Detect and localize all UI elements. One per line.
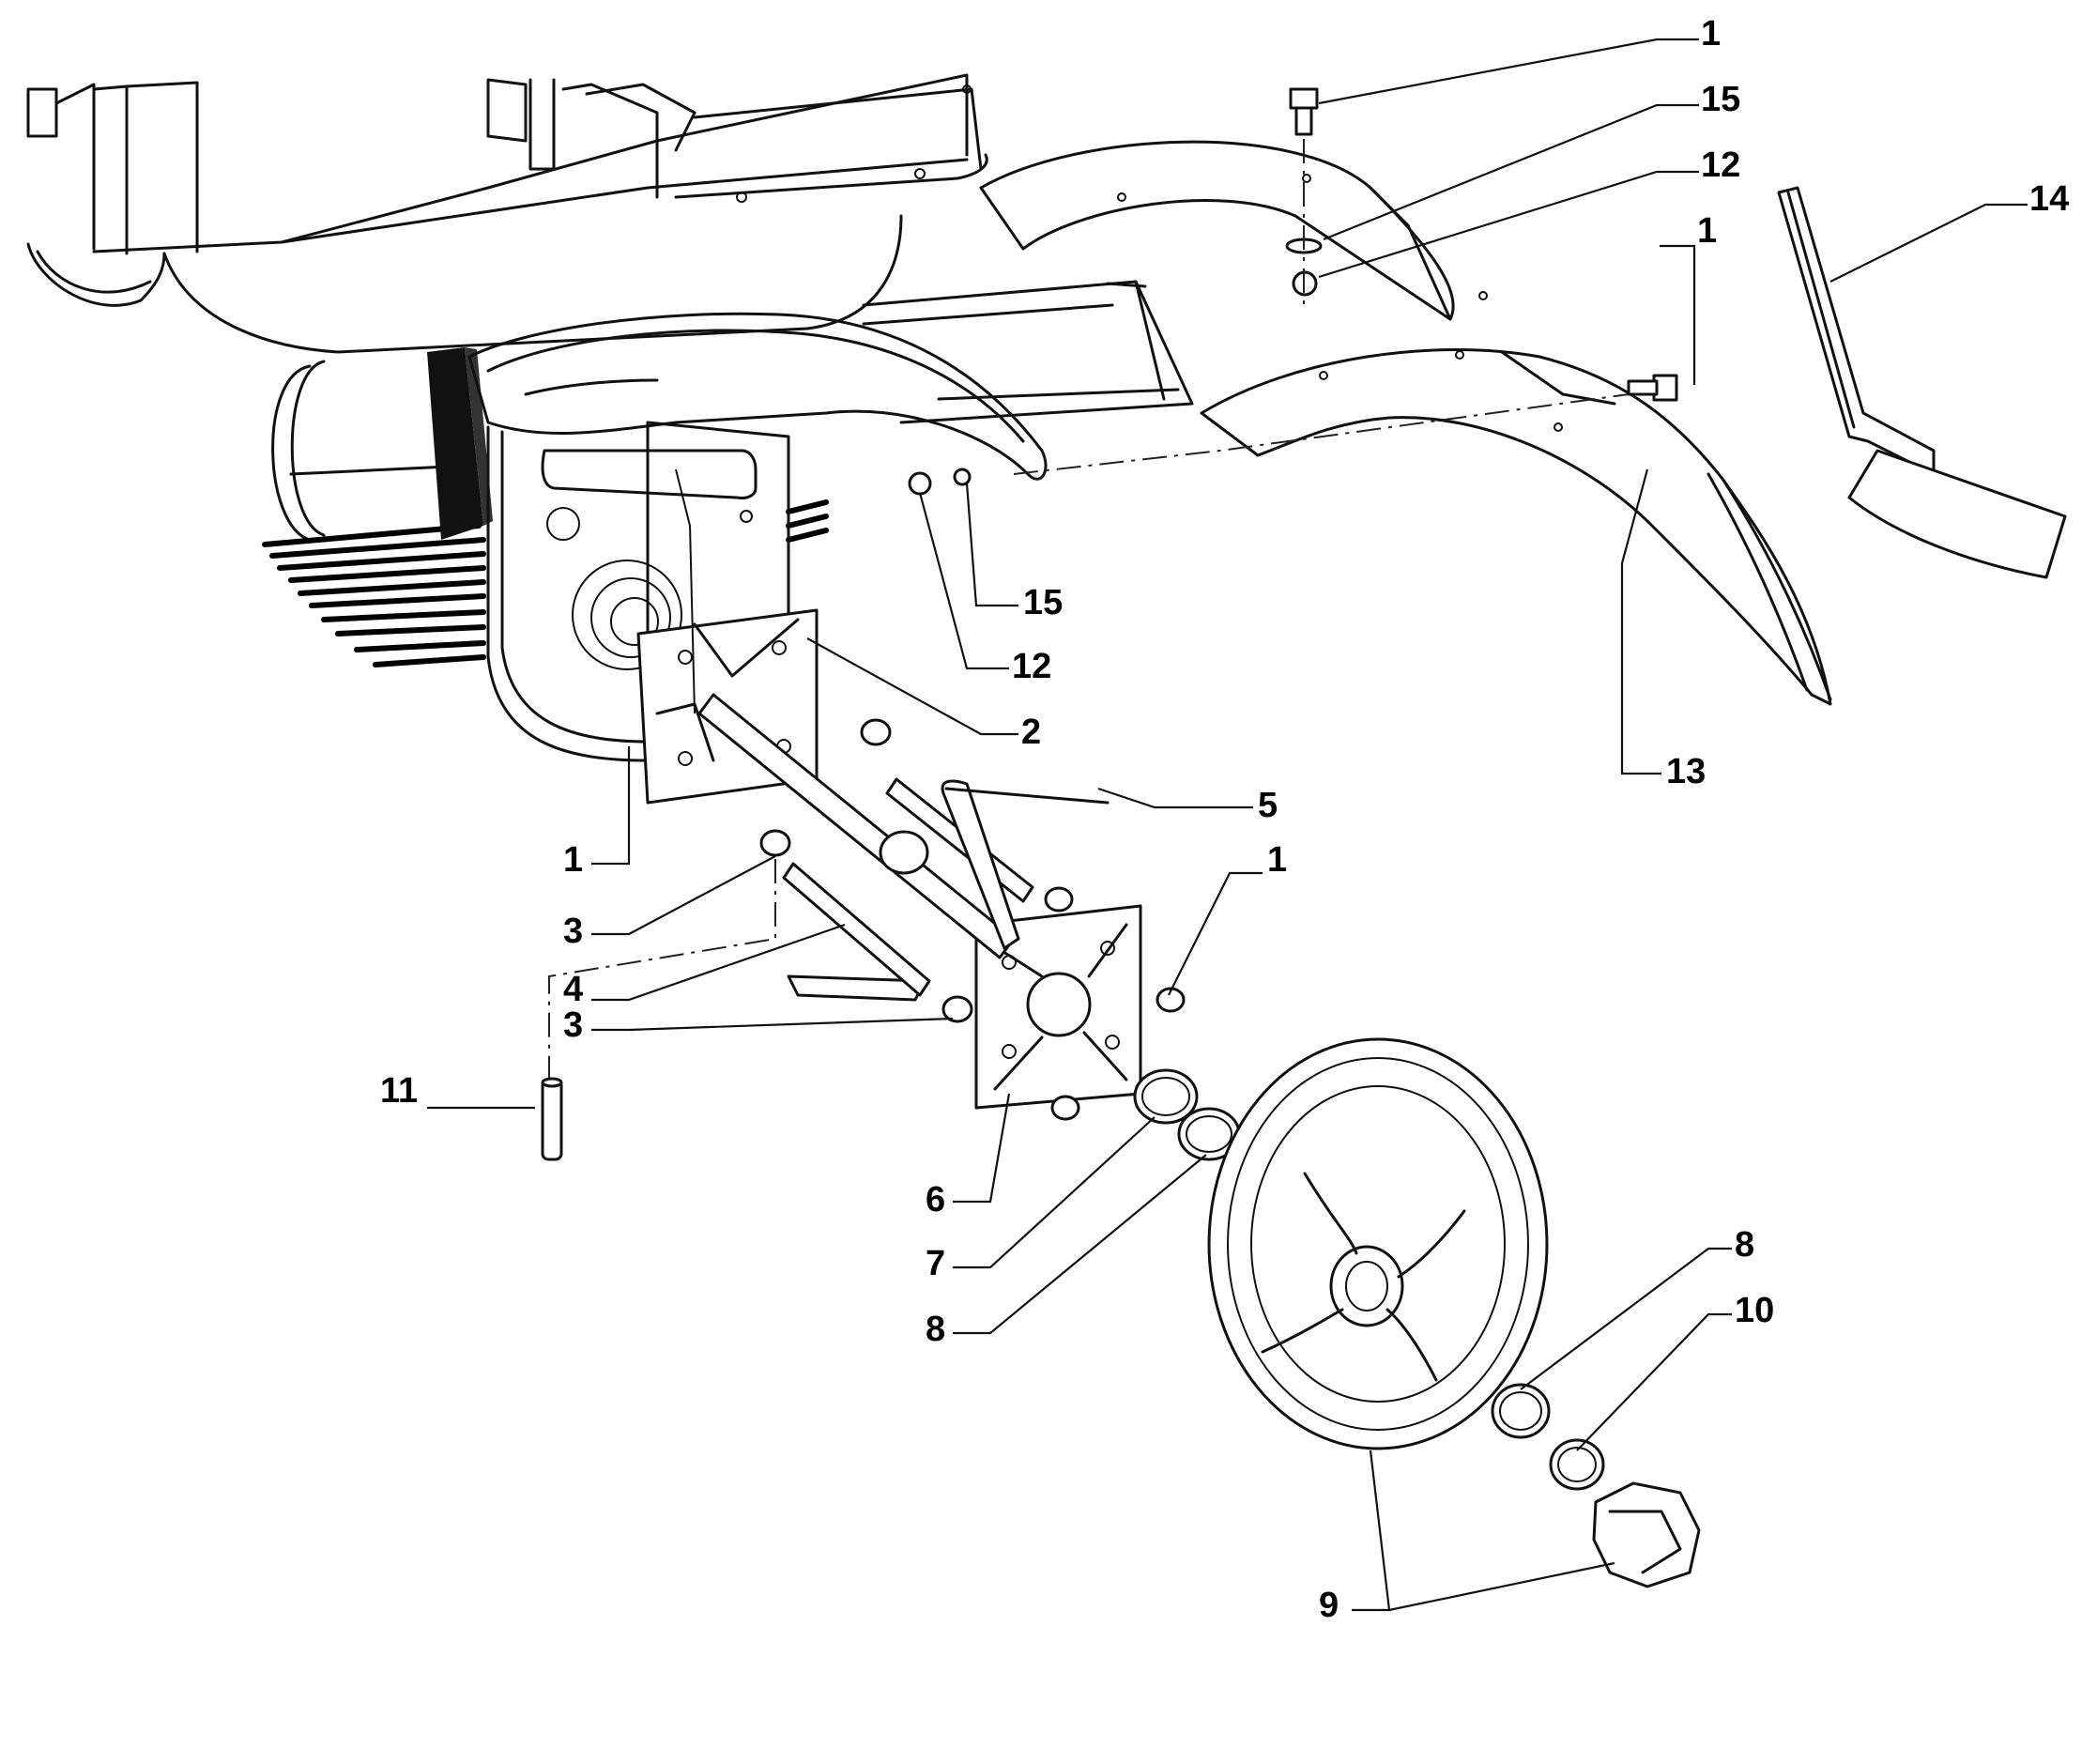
axle-tube <box>862 280 1194 424</box>
machine-body <box>26 73 988 354</box>
callout-13: 13 <box>1666 752 1706 791</box>
callout-1-left: 1 <box>563 840 583 880</box>
callout-12-middle: 12 <box>1012 647 1051 686</box>
spacers-parts-7-8 <box>1133 1068 1241 1161</box>
callout-7: 7 <box>926 1244 945 1283</box>
callout-1-fender-bolt: 1 <box>1697 211 1717 251</box>
callout-8-right: 8 <box>1735 1225 1754 1265</box>
callout-10: 10 <box>1735 1291 1774 1330</box>
tine-assembly <box>262 347 829 667</box>
wheel-part-9 <box>1207 1037 1549 1450</box>
bracket-plate-part-6 <box>974 904 1142 1110</box>
right-fender-part-13 <box>979 140 1832 706</box>
drag-bar-part-14 <box>1777 186 2067 579</box>
callout-5: 5 <box>1258 786 1278 825</box>
pin-part-11 <box>541 1077 563 1161</box>
callout-14: 14 <box>2029 179 2069 219</box>
callout-3-upper: 3 <box>563 912 583 951</box>
gearbox-housing <box>486 421 790 762</box>
callout-3-lower: 3 <box>563 1005 583 1045</box>
callout-9: 9 <box>1319 1586 1339 1625</box>
fender-hardware <box>908 87 1678 496</box>
callout-15-top: 15 <box>1701 80 1740 119</box>
callout-1-right: 1 <box>1267 840 1287 880</box>
callout-11: 11 <box>380 1071 418 1111</box>
callout-6: 6 <box>926 1180 945 1219</box>
fender-hood <box>467 312 1048 481</box>
callout-12-top: 12 <box>1701 146 1740 185</box>
callout-8-left: 8 <box>926 1310 945 1349</box>
callout-2: 2 <box>1021 713 1041 752</box>
callout-labels: 1 15 12 14 1 15 12 2 13 5 1 1 3 4 3 11 6… <box>380 14 2069 1625</box>
axle-rods-part-4 <box>697 693 1110 1002</box>
leader-lines <box>427 38 2028 1612</box>
callout-15-middle: 15 <box>1023 583 1063 622</box>
hub-washers-and-cap <box>1491 1383 1701 1588</box>
washers-and-nuts <box>548 718 1186 1121</box>
callout-4: 4 <box>563 970 583 1009</box>
callout-1-top: 1 <box>1701 14 1721 54</box>
